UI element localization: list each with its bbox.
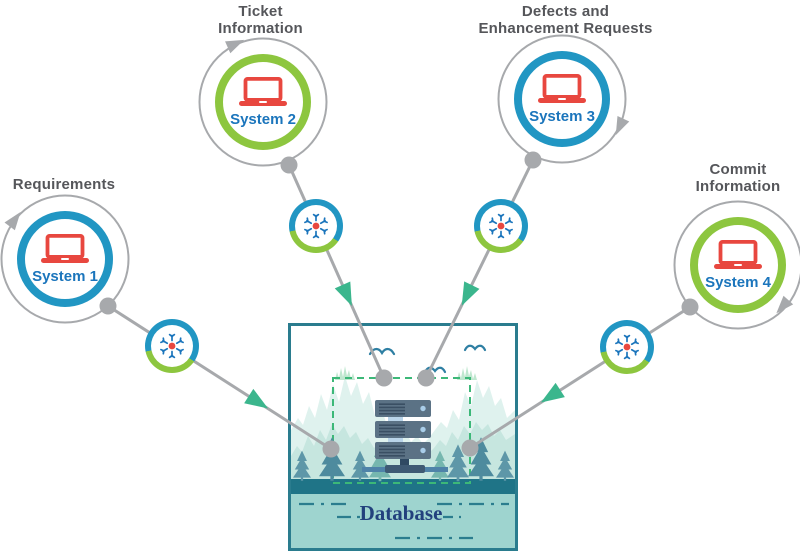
caption-defects-enhancements: Defects and Enhancement Requests xyxy=(448,3,683,37)
laptop-icon xyxy=(714,239,762,269)
laptop-icon xyxy=(239,76,287,106)
water-dash-lines xyxy=(299,502,509,540)
ground-band xyxy=(291,479,515,494)
database-label: Database xyxy=(360,501,443,525)
caption-ticket-information: Ticket Information xyxy=(178,3,343,37)
caption-text: Ticket xyxy=(238,3,283,20)
integration-hub-icon xyxy=(615,334,639,360)
server-icon xyxy=(362,400,448,473)
caption-text: Commit xyxy=(709,161,767,178)
caption-requirements: Requirements xyxy=(4,176,124,193)
database-illustration: Database xyxy=(291,344,515,548)
system-2-label: System 2 xyxy=(230,110,296,128)
caption-text: Information xyxy=(695,178,781,195)
laptop-icon xyxy=(538,73,586,103)
system-1-node: System 1 xyxy=(17,211,113,307)
bird-icons xyxy=(368,344,487,374)
laptop-icon xyxy=(41,233,89,263)
system-4-label: System 4 xyxy=(705,273,771,291)
integration-hub-icon xyxy=(304,213,328,239)
connector-system3 xyxy=(474,199,528,253)
caption-text: Requirements xyxy=(12,176,116,193)
connector-system1 xyxy=(145,319,199,373)
caption-text: Defects and xyxy=(521,3,610,20)
caption-commit-information: Commit Information xyxy=(658,161,800,195)
connector-system2 xyxy=(289,199,343,253)
caption-text: Enhancement Requests xyxy=(478,20,653,37)
system-4-node: System 4 xyxy=(690,217,786,313)
connector-system4 xyxy=(600,320,654,374)
integration-hub-icon xyxy=(160,333,184,359)
system-2-node: System 2 xyxy=(215,54,311,150)
caption-text: Information xyxy=(218,20,303,37)
integration-hub-icon xyxy=(489,213,513,239)
system-1-label: System 1 xyxy=(32,267,98,285)
system-3-node: System 3 xyxy=(514,51,610,147)
database-image: Database xyxy=(288,323,518,551)
system-3-label: System 3 xyxy=(529,107,595,125)
